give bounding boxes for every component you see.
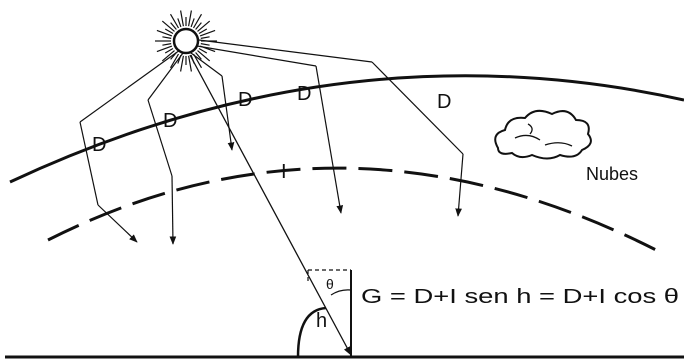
- label-h: h: [316, 310, 327, 332]
- label-direct-i: I: [281, 161, 287, 183]
- label-d-5: D: [437, 91, 451, 113]
- sun-ray: [198, 28, 208, 35]
- sun-ray: [164, 47, 174, 54]
- sun-ray: [190, 18, 195, 28]
- sun-ray: [161, 20, 175, 32]
- label-clouds: Nubes: [586, 164, 638, 184]
- atmosphere-top-arc: [9, 74, 684, 184]
- sun-ray: [169, 53, 180, 69]
- sun-ray: [195, 22, 202, 30]
- sun-ray: [162, 43, 172, 46]
- sun-ray: [197, 50, 211, 62]
- sun-ray: [169, 13, 180, 29]
- sun-ray: [180, 10, 184, 27]
- direct-beam-ray: [189, 54, 352, 356]
- sun-ray: [188, 10, 192, 27]
- label-theta: θ: [326, 276, 334, 292]
- label-d-1: D: [92, 134, 106, 156]
- atmosphere-dashed-arc: [47, 166, 663, 255]
- sun-ray: [188, 55, 192, 72]
- label-d-2: D: [163, 110, 177, 132]
- sun-ray: [195, 52, 202, 60]
- sun-ray: [192, 13, 203, 29]
- theta-arc: [330, 289, 352, 296]
- sun-ray: [156, 29, 173, 37]
- h-angle-arc: [296, 306, 327, 358]
- cloud-icon: [494, 109, 592, 160]
- sun-ray: [162, 36, 172, 39]
- sun-ray: [161, 50, 175, 62]
- sun-ray: [197, 20, 211, 32]
- sun-ray: [199, 29, 216, 37]
- sun-ray: [198, 47, 208, 54]
- sun-ray: [156, 45, 173, 53]
- formula: G = D+I sen h = D+I cos θ: [361, 286, 679, 308]
- sun-ray: [177, 18, 182, 28]
- label-d-3: D: [238, 89, 252, 111]
- diffuse-rays: [79, 61, 464, 245]
- label-d-4: D: [297, 83, 311, 105]
- sun-ray: [164, 28, 174, 35]
- sun-ray: [200, 36, 210, 39]
- sun-ray: [170, 22, 177, 30]
- sun-ray: [200, 43, 210, 46]
- incident-rays: [79, 39, 373, 123]
- sun-ray: [180, 55, 184, 72]
